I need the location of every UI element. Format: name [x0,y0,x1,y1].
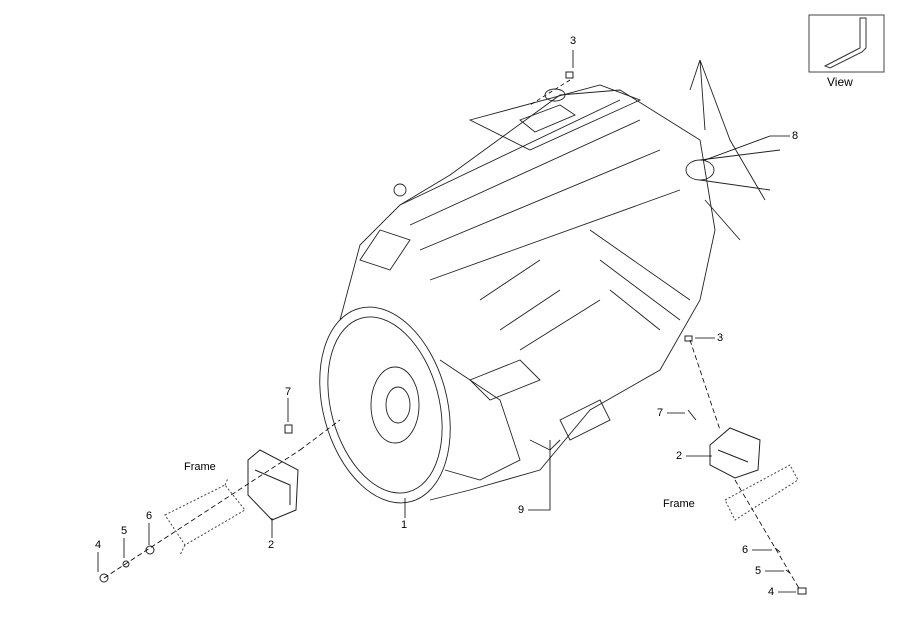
frame-label-right: Frame [663,498,695,510]
callout-4-right: 4 [768,586,775,598]
leader-lines [97,50,801,593]
callout-7-right: 7 [657,407,664,419]
frame-label-left: Frame [184,461,216,473]
callout-7-left: 7 [285,386,292,398]
left-engine-mount [247,449,299,521]
callout-2-right: 2 [676,450,683,462]
engine-illustration [319,59,781,504]
callout-3-right: 3 [717,332,724,344]
callout-3-top: 3 [570,35,577,47]
right-frame [724,464,799,521]
callout-9: 9 [518,504,525,516]
callout-4-left: 4 [95,539,102,551]
callout-5-right: 5 [755,565,762,577]
callout-8: 8 [792,130,799,142]
callout-5-left: 5 [121,525,128,537]
view-inset [808,14,885,73]
callout-6-right: 6 [742,544,749,556]
hardware [99,71,807,595]
left-frame [164,477,246,556]
callout-6-left: 6 [146,510,153,522]
view-label: View [827,75,853,89]
callout-1: 1 [401,519,408,531]
right-engine-mount [709,427,761,479]
callout-2-left: 2 [268,539,275,551]
